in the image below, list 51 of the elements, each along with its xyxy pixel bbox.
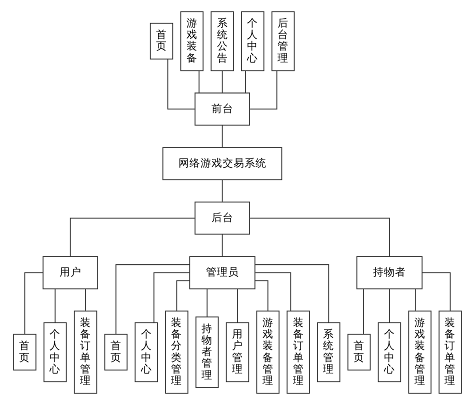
node-box: 用户管理 [225,322,249,382]
connector [221,125,222,148]
node-box: 用户 [42,256,98,290]
node-box: 后台管理 [270,11,294,72]
connector [414,288,416,312]
connector [388,288,390,324]
connector [176,280,190,312]
node-box: 个人中心 [43,322,66,382]
connector [206,288,208,318]
node-box: 首页 [104,334,128,371]
connector [421,272,450,312]
connector [254,264,329,324]
connector [152,272,190,324]
connector [198,70,199,94]
connector [114,264,190,335]
node-box: 游戏装备 [180,11,204,72]
node-box: 游戏装备管理 [408,310,431,394]
node-box: 游戏装备管理 [256,310,280,394]
node-box: 系统公告 [210,11,234,72]
node-box: 装备分类管理 [164,310,188,394]
connector [166,58,195,110]
connector [244,70,246,94]
connector [254,272,291,312]
connector [221,70,222,94]
node-box: 个人中心 [377,322,401,382]
node-box: 前台 [194,92,250,126]
node-box: 装备订单管理 [73,310,97,394]
node-box: 首页 [346,334,370,371]
node-box: 持物者管理 [194,316,218,388]
connector [248,70,277,110]
node-box: 后台 [194,202,250,235]
node-box: 系统管理 [316,322,340,382]
connector [221,234,222,257]
node-box: 个人中心 [134,322,158,382]
connector [54,288,56,324]
connector [236,288,238,324]
node-box: 个人中心 [240,11,264,72]
connector [221,180,222,202]
node-box: 持物者 [356,256,422,290]
node-box: 首页 [12,334,36,371]
node-box: 管理员 [188,256,255,290]
connector [362,288,364,335]
connector [84,288,86,312]
connector [248,218,390,257]
node-box: 装备订单管理 [438,310,462,394]
node-box: 首页 [149,22,173,60]
connector [254,280,268,312]
node-box: 装备订单管理 [286,310,310,394]
node-box: 网络游戏交易系统 [162,147,282,180]
connector [24,272,43,335]
connector [69,218,195,257]
